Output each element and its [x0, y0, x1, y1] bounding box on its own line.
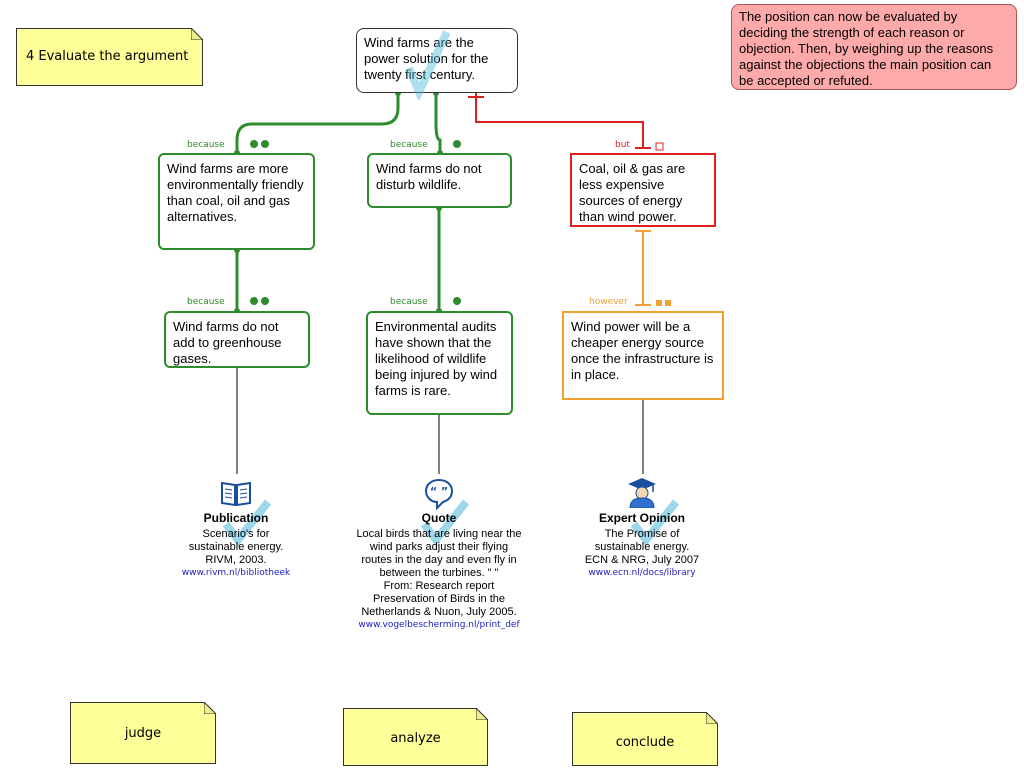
reason1-text: Wind farms are more environmentally frie…	[167, 161, 304, 224]
quote-checkmark-icon	[420, 499, 470, 547]
support2-box[interactable]: Environmental audits have shown that the…	[366, 311, 513, 415]
publication-line: RIVM, 2003.	[205, 554, 267, 566]
objection-connector-label: but	[615, 140, 630, 150]
evaluation-note-text: The position can now be evaluated by dec…	[739, 9, 994, 88]
quote-link[interactable]: www.vogelbescherming.nl/print_def	[358, 620, 520, 630]
quote-line: Netherlands & Nuon, July 2005.	[361, 606, 517, 618]
reason2-connector-label: because	[390, 140, 428, 150]
conclude-note[interactable]: conclude	[572, 712, 718, 766]
expert-evidence[interactable]: Expert Opinion The Promise of sustainabl…	[542, 512, 742, 580]
publication-title: Publication	[203, 511, 269, 525]
quote-title: Quote	[421, 511, 457, 525]
objection-text: Coal, oil & gas are less expensive sourc…	[579, 161, 686, 224]
main-claim-box[interactable]: Wind farms are the power solution for th…	[356, 28, 518, 93]
publication-link[interactable]: www.rivm.nl/bibliotheek	[181, 568, 291, 578]
expert-link[interactable]: www.ecn.nl/docs/library	[588, 568, 696, 578]
expert-title: Expert Opinion	[598, 511, 685, 525]
svg-text:“ ”: “ ”	[430, 485, 448, 498]
analyze-note-text: analyze	[390, 731, 441, 746]
quote-evidence[interactable]: Quote Local birds that are living near t…	[339, 512, 539, 632]
graduate-expert-icon[interactable]	[626, 476, 658, 508]
quote-line: Local birds that are living near the	[356, 528, 522, 540]
publication-checkmark-icon	[222, 499, 272, 547]
support1-connector-label: because	[187, 297, 225, 307]
expert-line: ECN & NRG, July 2007	[584, 554, 700, 566]
expert-line: sustainable energy.	[594, 541, 690, 553]
publication-evidence[interactable]: Publication Scenario's for sustainable e…	[136, 512, 336, 580]
judge-note-text: judge	[124, 726, 162, 741]
step-note[interactable]: 4 Evaluate the argument	[16, 28, 203, 86]
main-claim-checkmark-icon	[405, 30, 450, 100]
quote-bubble-icon[interactable]: “ ”	[424, 478, 454, 510]
publication-line: Scenario's for	[202, 528, 270, 540]
quote-line: routes in the day and even fly in	[361, 554, 517, 566]
book-icon[interactable]	[220, 479, 252, 507]
rebuttal-connector-label: however	[589, 297, 628, 307]
reason1-box[interactable]: Wind farms are more environmentally frie…	[158, 153, 315, 250]
main-claim-text: Wind farms are the power solution for th…	[364, 35, 489, 82]
step-note-text: 4 Evaluate the argument	[26, 49, 189, 64]
rebuttal-box[interactable]: Wind power will be a cheaper energy sour…	[562, 311, 724, 400]
objection-box[interactable]: Coal, oil & gas are less expensive sourc…	[570, 153, 716, 227]
judge-note[interactable]: judge	[70, 702, 216, 764]
rebuttal-text: Wind power will be a cheaper energy sour…	[571, 319, 714, 382]
analyze-note[interactable]: analyze	[343, 708, 488, 766]
evaluation-note[interactable]: The position can now be evaluated by dec…	[731, 4, 1017, 90]
reason1-connector-label: because	[187, 140, 225, 150]
quote-line: Preservation of Birds in the	[372, 593, 506, 605]
quote-line: From: Research report	[383, 580, 495, 592]
expert-checkmark-icon	[630, 499, 680, 547]
quote-line: wind parks adjust their flying	[369, 541, 509, 553]
quote-line: between the turbines. " "	[379, 567, 499, 579]
support2-text: Environmental audits have shown that the…	[375, 319, 498, 398]
support2-connector-label: because	[390, 297, 428, 307]
support1-text: Wind farms do not add to greenhouse gase…	[173, 319, 282, 366]
reason2-text: Wind farms do not disturb wildlife.	[376, 161, 482, 192]
publication-line: sustainable energy.	[188, 541, 284, 553]
expert-line: The Promise of	[604, 528, 680, 540]
conclude-note-text: conclude	[615, 735, 675, 750]
reason2-box[interactable]: Wind farms do not disturb wildlife.	[367, 153, 512, 208]
support1-box[interactable]: Wind farms do not add to greenhouse gase…	[164, 311, 310, 368]
